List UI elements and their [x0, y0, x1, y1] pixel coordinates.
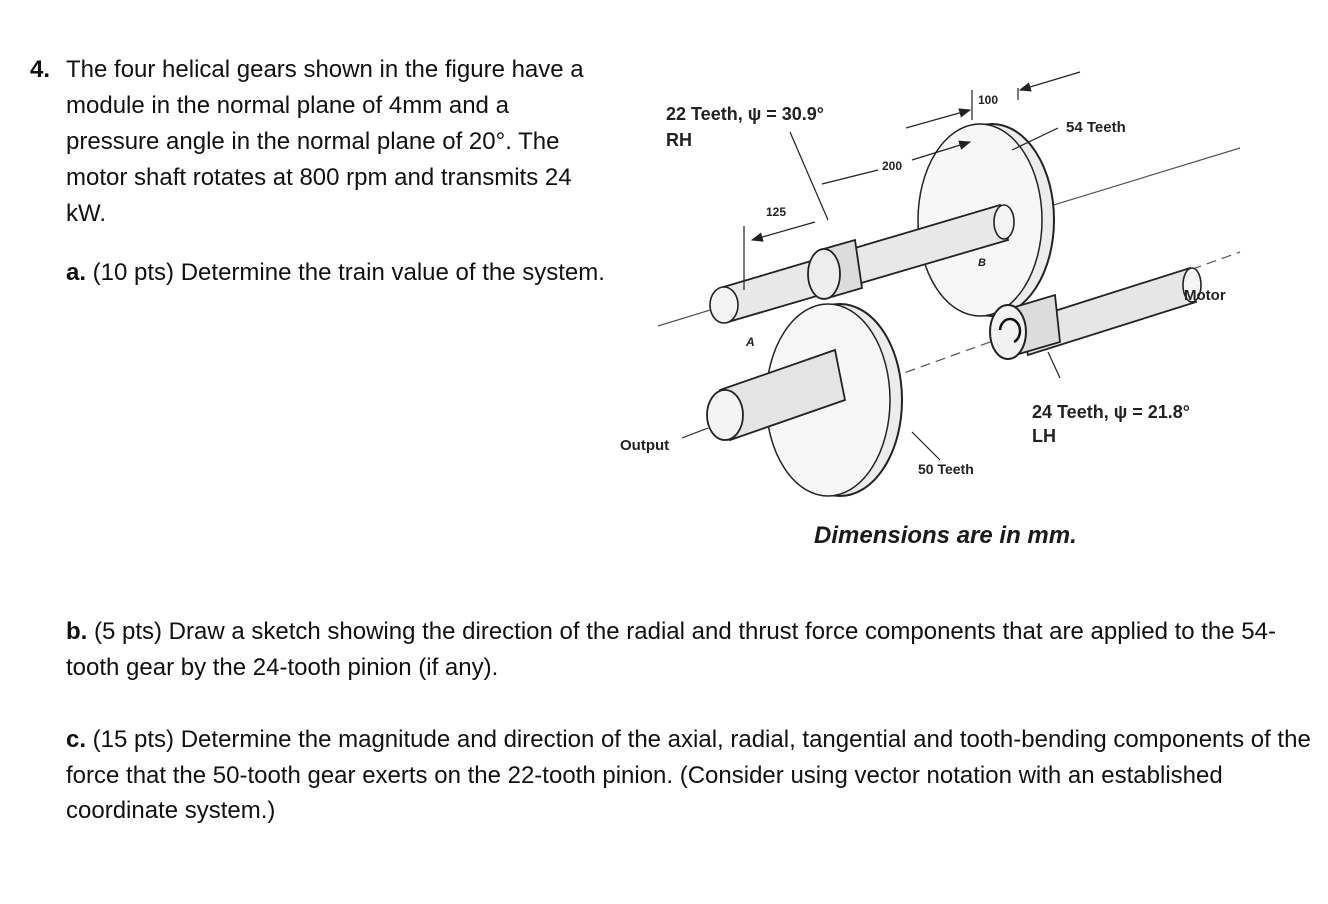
output-shaft — [706, 348, 847, 442]
gear-train-figure: 100 200 125 22 Teeth, ψ = 30.9° RH 54 Te… — [600, 60, 1260, 560]
dim-125-label: 125 — [766, 205, 786, 219]
leader-54-teeth — [1011, 127, 1059, 151]
dim-200-label: 200 — [882, 159, 902, 173]
leader-50-teeth — [911, 431, 941, 461]
part-a: a. (10 pts) Determine the train value of… — [66, 255, 606, 291]
problem-number: 4. — [30, 56, 51, 83]
intermediate-shaft — [709, 203, 1015, 324]
dimension-200: 200 — [821, 140, 972, 185]
pinion-24-teeth — [989, 293, 1061, 360]
part-b-text: (5 pts) Draw a sketch showing the direct… — [66, 618, 1276, 681]
point-b-label: B — [978, 257, 986, 269]
problem-statement: 4. The four helical gears shown in the f… — [30, 52, 590, 232]
label-motor: Motor — [1184, 287, 1226, 304]
rotation-arrow-icon — [998, 317, 1022, 344]
label-output: Output — [620, 437, 669, 454]
point-a-label: A — [745, 335, 755, 349]
pinion-22-teeth — [807, 238, 864, 300]
leader-24-teeth — [1047, 351, 1061, 379]
label-24-teeth: 24 Teeth, ψ = 21.8° — [1032, 402, 1190, 422]
part-c: c. (15 pts) Determine the magnitude and … — [66, 722, 1316, 829]
label-lh: LH — [1032, 426, 1056, 446]
label-rh: RH — [666, 130, 692, 150]
part-a-text: (10 pts) Determine the train value of th… — [86, 259, 605, 286]
dim-100-label: 100 — [978, 93, 998, 107]
leader-output — [681, 427, 709, 439]
part-c-label: c. — [66, 726, 87, 753]
part-b-label: b. — [66, 618, 88, 645]
dimension-125: 125 — [743, 205, 816, 290]
part-a-label: a. — [66, 259, 87, 286]
leader-22-teeth — [789, 131, 829, 221]
label-22-teeth: 22 Teeth, ψ = 30.9° — [666, 104, 824, 124]
problem-text: The four helical gears shown in the figu… — [66, 56, 584, 227]
part-c-text: (15 pts) Determine the magnitude and dir… — [66, 726, 1311, 824]
label-54-teeth: 54 Teeth — [1066, 119, 1126, 136]
dimension-100: 100 — [905, 71, 1081, 129]
label-50-teeth: 50 Teeth — [918, 461, 974, 477]
figure-caption: Dimensions are in mm. — [814, 522, 1077, 549]
part-b: b. (5 pts) Draw a sketch showing the dir… — [66, 614, 1306, 685]
